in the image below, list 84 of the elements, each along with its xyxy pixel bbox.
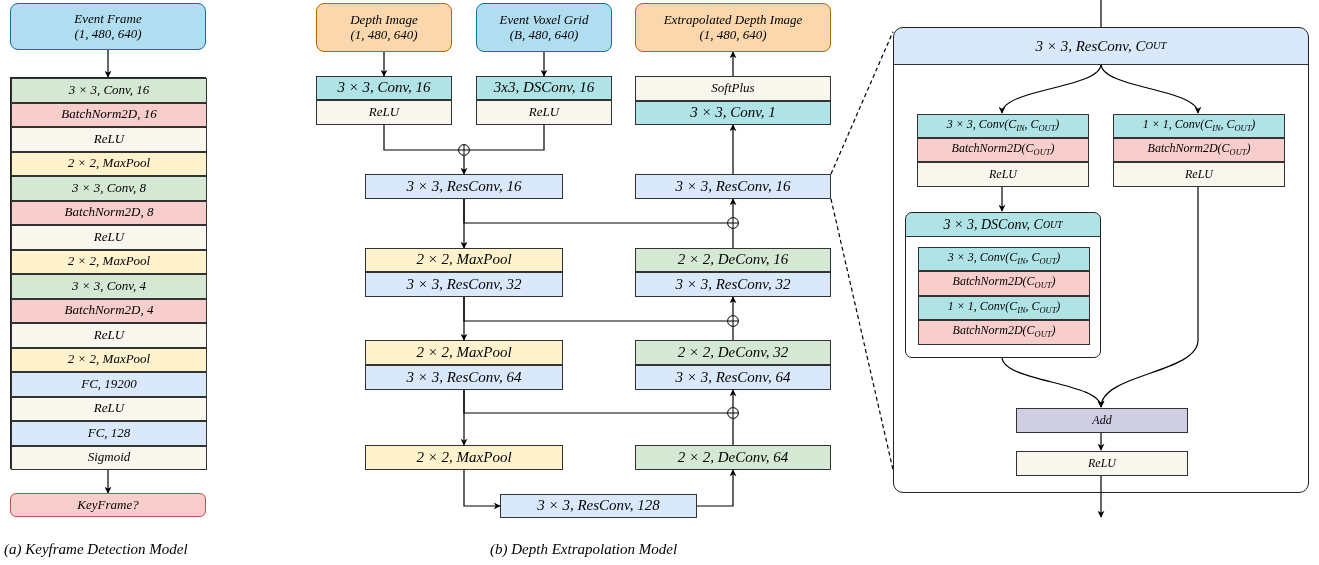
panel-caption: (a) Keyframe Detection Model (4, 541, 188, 558)
panel-caption: (b) Depth Extrapolation Model (490, 541, 678, 558)
layer-box: 2 × 2, DeConv, 16 (635, 248, 831, 272)
layer-box: 2 × 2, MaxPool (11, 249, 207, 274)
module-panel (893, 27, 1309, 493)
layer-box: FC, 128 (11, 421, 207, 446)
layer-box: BatchNorm2D, 16 (11, 102, 207, 127)
sum-circle (727, 407, 739, 419)
tensor-box: Event Frame (1, 480, 640) (10, 3, 206, 50)
connector-line (732, 418, 734, 446)
layer-box: BatchNorm2D(C$_{OUT}$) (918, 320, 1090, 345)
layer-box: 3 × 3, ResConv, 32 (635, 272, 831, 297)
tensor-box: KeyFrame? (10, 493, 206, 517)
arrow (729, 51, 737, 77)
layer-box: ReLU (316, 100, 452, 125)
layer-box: ReLU (1016, 451, 1188, 476)
layer-box: 3 × 3, Conv, 8 (11, 176, 207, 201)
layer-box: BatchNorm2D(C$_{OUT}$) (917, 138, 1089, 162)
connector-line (469, 124, 545, 151)
layer-box: 3 × 3, Conv, 1 (635, 101, 831, 125)
tensor-box: Depth Image (1, 480, 640) (316, 3, 452, 52)
connector-line (732, 326, 734, 341)
layer-box: 3 × 3, ResConv, 16 (635, 174, 831, 199)
tensor-box: Event Voxel Grid (B, 480, 640) (476, 3, 612, 52)
layer-box: 3 × 3, ResConv, 16 (365, 174, 563, 199)
layer-box: SoftPlus (635, 76, 831, 101)
sum-circle (458, 144, 470, 156)
layer-box: 3 × 3, ResConv, 64 (365, 365, 563, 390)
layer-box: 3 × 3, Conv, 16 (316, 76, 452, 100)
layer-box: ReLU (917, 162, 1089, 187)
arrow (104, 468, 112, 494)
layer-box: Add (1016, 408, 1188, 433)
module-panel (905, 212, 1101, 358)
arrow (729, 124, 737, 175)
arrow (463, 469, 501, 510)
layer-box: 2 × 2, MaxPool (365, 445, 563, 470)
connector-line (463, 389, 728, 414)
layer-box: 3 × 3, ResConv, 64 (635, 365, 831, 390)
arrow (380, 51, 388, 77)
layer-box: 3 × 3, ResConv, 32 (365, 272, 563, 297)
layer-box: BatchNorm2D, 4 (11, 298, 207, 323)
layer-box: BatchNorm2D(C$_{OUT}$) (918, 271, 1090, 296)
layer-box: FC, 19200 (11, 372, 207, 397)
layer-box: 3x3, DSConv, 16 (476, 76, 612, 100)
layer-box: 3 × 3, Conv, 4 (11, 274, 207, 299)
layer-box: ReLU (11, 127, 207, 152)
layer-box: 2 × 2, DeConv, 64 (635, 445, 831, 470)
connector-line (1100, 0, 1102, 28)
layer-box: 1 × 1, Conv(C$_{IN}$, C$_{OUT}$) (918, 296, 1090, 320)
layer-box: 2 × 2, MaxPool (11, 347, 207, 372)
layer-box: BatchNorm2D(C$_{OUT}$) (1113, 138, 1285, 162)
layer-box: 2 × 2, DeConv, 32 (635, 340, 831, 365)
layer-box: 3 × 3, Conv, 16 (11, 78, 207, 103)
sum-circle (727, 217, 739, 229)
layer-box: 2 × 2, MaxPool (365, 340, 563, 365)
arrow (104, 49, 112, 78)
layer-box: ReLU (476, 100, 612, 125)
layer-box: ReLU (11, 396, 207, 421)
layer-box: 3 × 3, Conv(C$_{IN}$, C$_{OUT}$) (918, 247, 1090, 271)
connector-line (383, 124, 459, 151)
tensor-box: Extrapolated Depth Image (1, 480, 640) (635, 3, 831, 52)
layer-box: 3 × 3, ResConv, 128 (500, 494, 697, 518)
zoom-line (830, 31, 894, 175)
layer-box: 1 × 1, Conv(C$_{IN}$, C$_{OUT}$) (1113, 114, 1285, 138)
arrow (540, 51, 548, 77)
connector-line (732, 228, 734, 249)
layer-box: ReLU (1113, 162, 1285, 187)
connector-line (463, 296, 728, 322)
arrow (696, 469, 737, 507)
layer-stack (10, 77, 206, 469)
sum-circle (727, 315, 739, 327)
arrow (729, 296, 737, 316)
zoom-line (830, 198, 894, 471)
layer-box: 2 × 2, MaxPool (365, 248, 563, 272)
layer-box: ReLU (11, 225, 207, 250)
arrow (460, 155, 468, 175)
layer-box: 2 × 2, MaxPool (11, 151, 207, 176)
layer-box: Sigmoid (11, 445, 207, 470)
layer-box: BatchNorm2D, 8 (11, 200, 207, 225)
layer-box: ReLU (11, 323, 207, 348)
layer-box: 3 × 3, Conv(C$_{IN}$, C$_{OUT}$) (917, 114, 1089, 138)
arrow (729, 389, 737, 408)
connector-line (463, 198, 728, 224)
arrow (729, 198, 737, 218)
